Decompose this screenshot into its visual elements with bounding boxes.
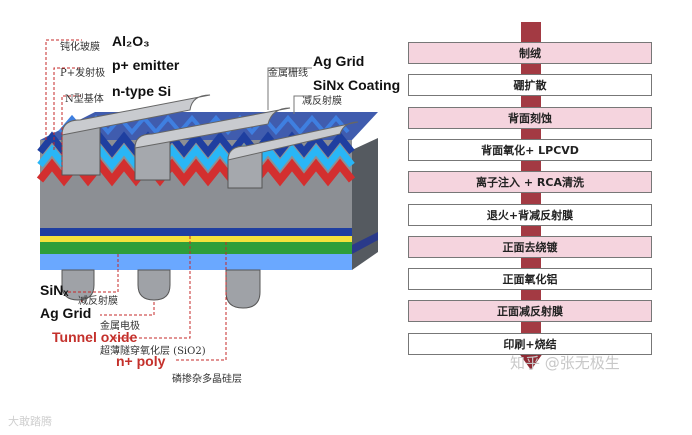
front-finger-3-top	[227, 121, 359, 161]
side-blue-strip	[352, 232, 378, 254]
leader-aggrid-bot	[100, 302, 155, 316]
leader-sinx-layer	[68, 254, 119, 293]
label-sinx-bot-cn: 减反射膜	[78, 295, 118, 307]
process-step-10: 印刷+烧结	[408, 332, 652, 355]
n-poly-layer	[40, 236, 352, 242]
logo-mark: 大敢踏腾	[8, 415, 52, 428]
leader-nbase	[61, 95, 82, 170]
watermark: 知乎 @张无极生	[510, 354, 620, 372]
sinx-rear-layer	[40, 242, 352, 254]
label-sinx-top-cn: 减反射膜	[302, 95, 342, 107]
process-step-8: 正面氧化铝	[408, 268, 652, 291]
label-nbase-en: n-type Si	[112, 83, 171, 99]
leader-aggrid-top	[267, 67, 312, 110]
front-finger-1-top	[61, 94, 211, 136]
label-sinx-top-en: SiNx Coating	[313, 77, 400, 93]
label-aggrid-top-en: Ag Grid	[313, 53, 364, 69]
rear-bottom-layer	[40, 254, 352, 270]
front-finger-2-top	[134, 107, 291, 149]
leader-sinx-top	[293, 95, 312, 114]
label-tunnel-cn: 超薄隧穿氧化层 (SiO2)	[100, 344, 206, 357]
label-nbase-cn: N型基体	[65, 92, 104, 105]
label-emitter-cn: P+发射极	[60, 66, 105, 79]
label-aggrid-top-cn: 金属栅线	[268, 66, 308, 79]
label-tunnel-en: Tunnel oxide	[52, 329, 138, 345]
leader-npoly	[175, 242, 227, 361]
process-flow: 制绒硼扩散背面刻蚀背面氧化+ LPCVD 离子注入 + RCA清洗退火+背减反射膜…	[408, 22, 654, 372]
process-step-6: 退火+背减反射膜	[408, 203, 652, 226]
tunnel-oxide-layer	[40, 228, 352, 236]
process-step-1: 制绒	[408, 42, 652, 64]
label-al2o3-en: Al₂O₃	[112, 33, 150, 49]
process-step-5: 离子注入 + RCA清洗	[408, 171, 652, 194]
label-npoly-en: n+ poly	[116, 353, 166, 369]
process-step-3: 背面刻蚀	[408, 106, 652, 129]
label-sinx-bot-en: SiNₓ	[40, 282, 69, 298]
leader-emitter	[53, 67, 82, 150]
label-emitter-en: p+ emitter	[112, 57, 180, 73]
label-al2o3-cn: 钝化玻膜	[60, 40, 100, 53]
rear-contact-2	[137, 269, 171, 301]
process-step-4: 背面氧化+ LPCVD	[408, 138, 652, 161]
label-aggrid-bot-cn: 金属电极	[100, 319, 140, 332]
leader-al2o3	[45, 39, 82, 140]
label-aggrid-bot-en: Ag Grid	[40, 305, 91, 321]
rear-contact-3	[225, 269, 261, 309]
process-step-2: 硼扩散	[408, 74, 652, 97]
process-step-9: 正面减反射膜	[408, 300, 652, 323]
topcon-cell-diagram: 钝化玻膜 Al₂O₃ P+发射极 p+ emitter N型基体 n-type …	[36, 33, 400, 385]
label-npoly-cn: 磷掺杂多晶硅层	[172, 372, 242, 385]
process-step-7: 正面去绕镀	[408, 235, 652, 258]
leader-tunnel	[112, 236, 191, 339]
